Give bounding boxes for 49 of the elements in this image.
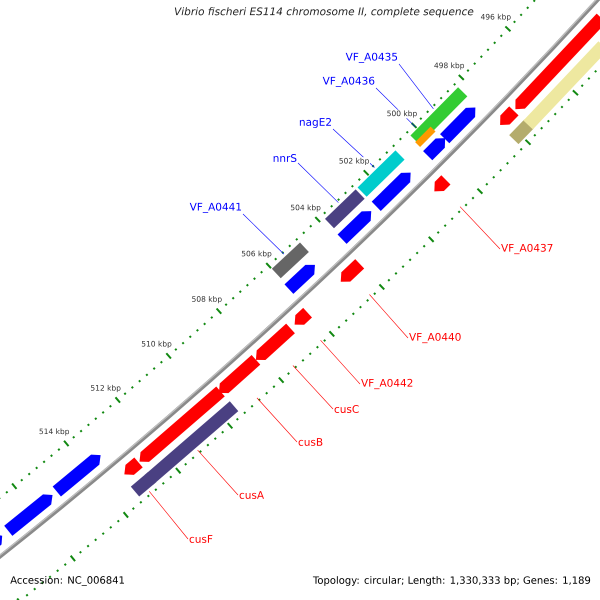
leader-line: [460, 206, 500, 250]
leader-line: [298, 162, 339, 203]
map-title: Vibrio fischeri ES114 chromosome II, complete sequence: [174, 7, 474, 18]
leader-line: [242, 214, 284, 254]
leader-line: [332, 128, 375, 168]
leader-line: [320, 340, 360, 384]
accession-text: Accession: NC_006841: [10, 576, 124, 586]
gene-label: nagE2: [300, 118, 331, 128]
gene-block: [130, 472, 156, 497]
genome-summary-text: Topology: circular; Length: 1,330,333 bp; Genes: 1,189: [312, 576, 590, 586]
leader-line: [256, 398, 298, 442]
gene-label: VF_A0437: [501, 244, 552, 254]
gene-block: [324, 189, 365, 228]
gene-block: [434, 175, 450, 192]
gene-block: [52, 454, 101, 497]
gene-label: cusF: [190, 535, 212, 543]
gene-block: [272, 242, 309, 278]
gene-label: nnrS: [274, 154, 296, 162]
gene-block: [515, 14, 600, 110]
gene-block: [338, 211, 372, 244]
gene-label: cusA: [240, 491, 264, 499]
gene-label: cusB: [298, 438, 322, 446]
leader-line: [369, 294, 408, 338]
gene-block: [423, 138, 446, 160]
gene-block: [124, 457, 143, 475]
gene-label: VF_A0435: [346, 52, 398, 63]
leader-line: [398, 64, 434, 110]
gene-block: [509, 119, 534, 144]
leader-line: [292, 365, 334, 410]
gene-block: [372, 172, 411, 211]
gene-block: [256, 324, 295, 360]
leader-line: [197, 450, 238, 496]
gene-label: VF_A0440: [409, 332, 461, 344]
gene-block: [294, 308, 312, 325]
gene-label: VF_A0441: [190, 202, 242, 213]
gene-block: [0, 534, 2, 548]
gene-block: [358, 150, 405, 197]
gene-label: VF_A0442: [361, 378, 412, 390]
gene-block: [500, 106, 519, 126]
gene-block: [4, 494, 53, 536]
gene-block: [340, 259, 364, 282]
gene-block: [218, 354, 260, 394]
gene-block: [440, 107, 476, 144]
gene-label: cusC: [334, 405, 359, 413]
gene-label: VF_A0436: [322, 76, 374, 87]
gene-block: [415, 126, 436, 148]
gene-block: [140, 386, 225, 462]
gene-block: [284, 264, 315, 294]
gene-block: [523, 41, 600, 130]
